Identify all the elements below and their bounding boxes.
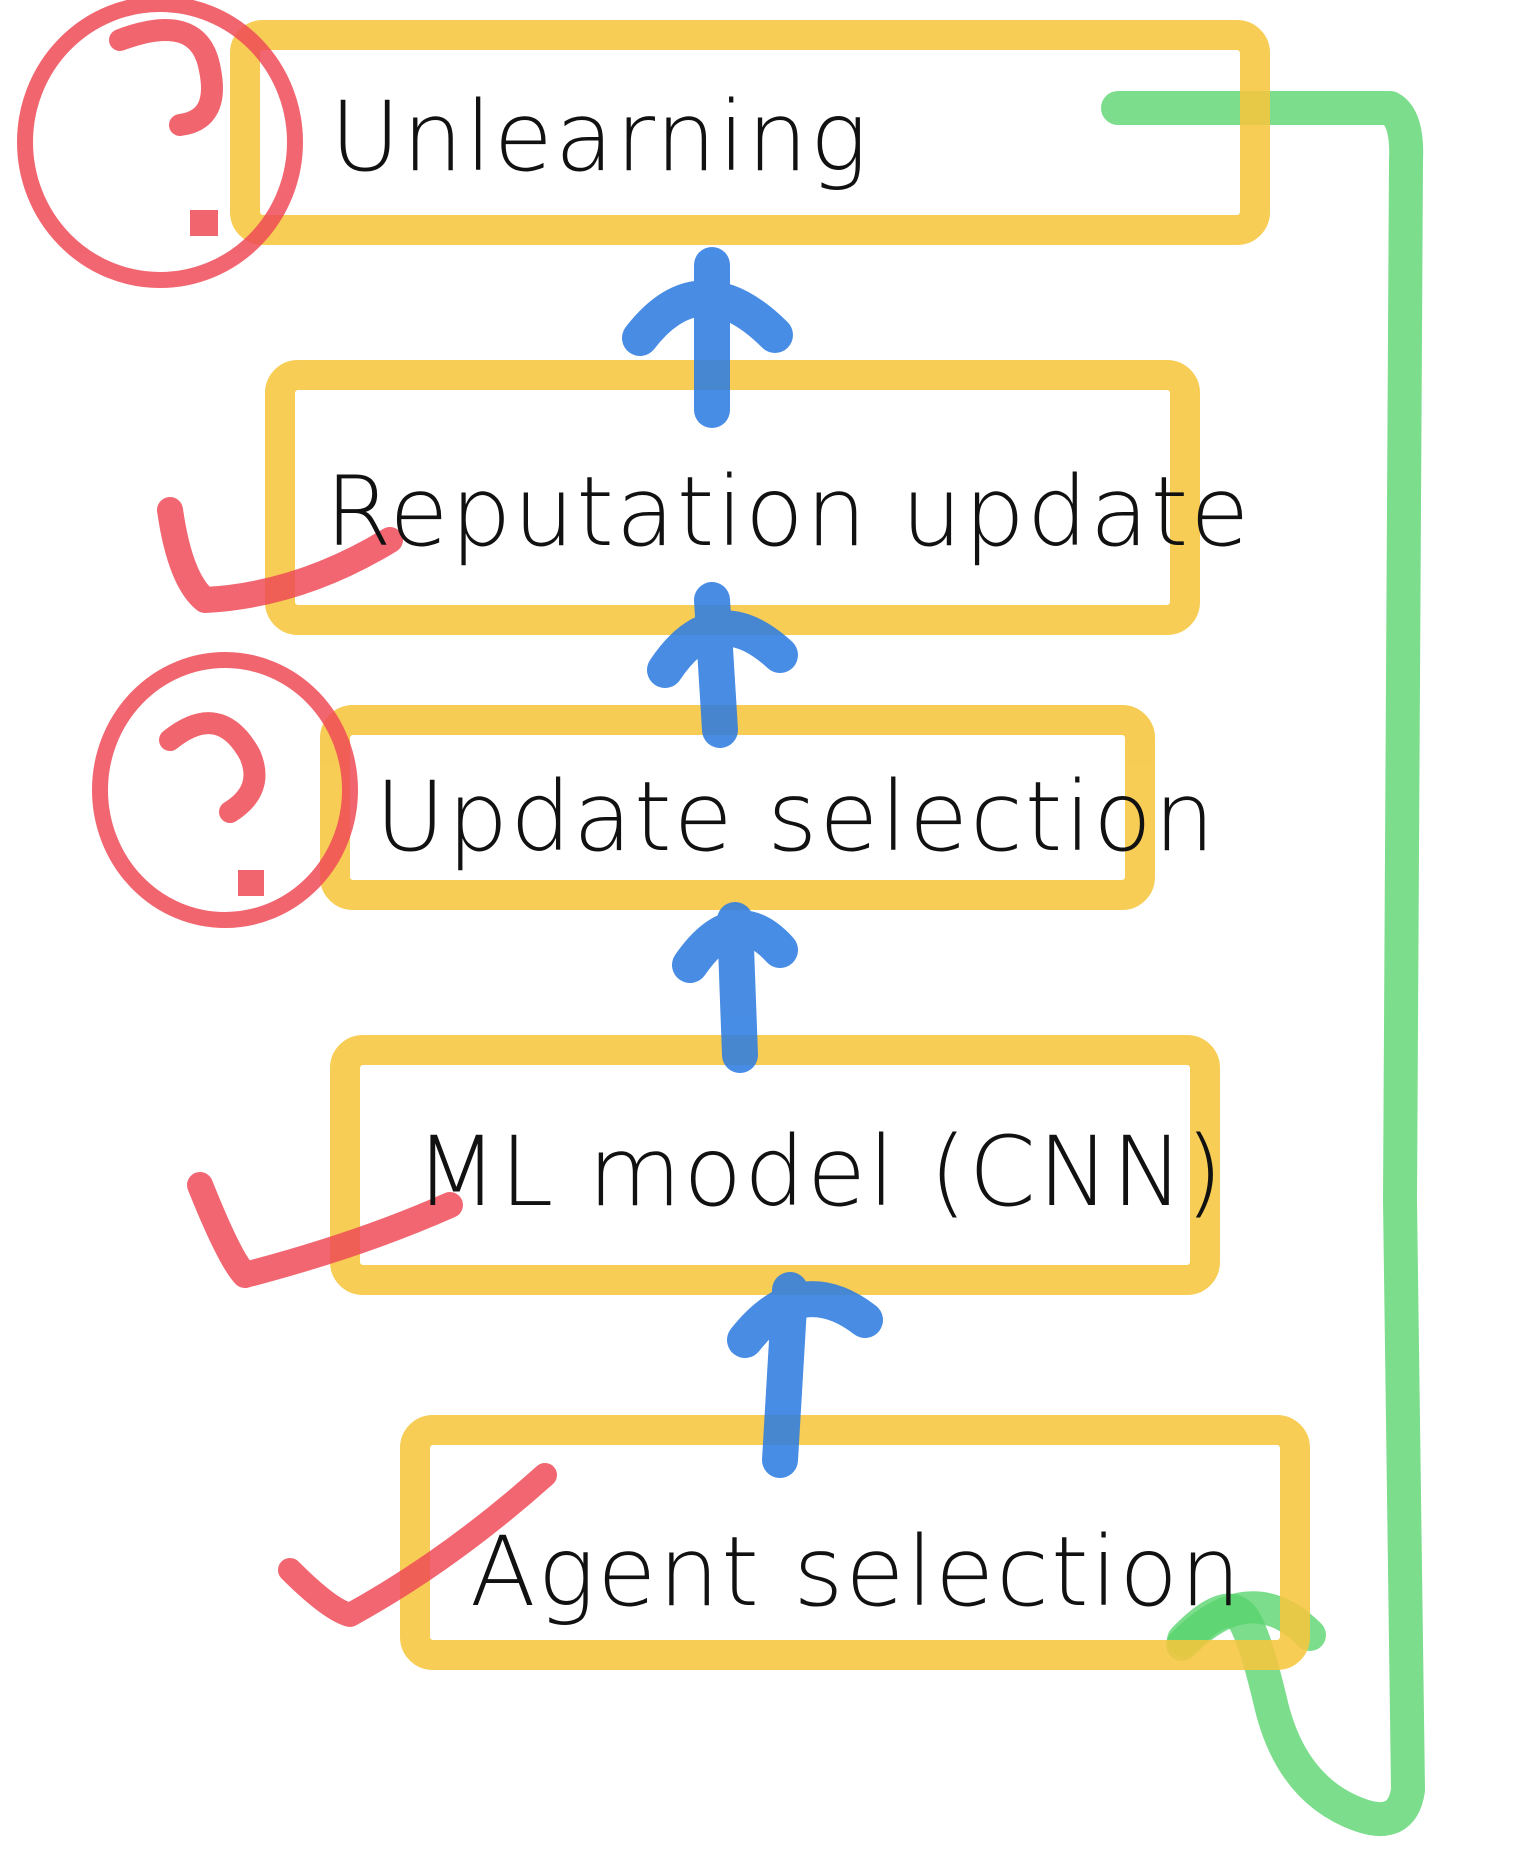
question-mark-icon: [92, 652, 358, 928]
stage-label-update-selection: Update selection: [375, 761, 1217, 873]
check-mark-icon: [278, 1463, 557, 1627]
check-mark-icon: [187, 1172, 463, 1288]
stage-box-unlearning[interactable]: [230, 20, 1270, 245]
arrow-up-icon: [672, 902, 798, 1073]
arrow-up-icon: [647, 582, 798, 748]
stage-label-ml-model: ML model (CNN): [415, 1116, 1225, 1228]
arrow-up-icon: [622, 247, 793, 428]
stage-box-agent-selection[interactable]: [400, 1415, 1310, 1670]
stage-label-agent-selection: Agent selection: [470, 1516, 1243, 1628]
arrow-up-icon: [727, 1272, 883, 1478]
stage-label-reputation-update: Reputation update: [325, 456, 1251, 568]
stage-label-unlearning: Unlearning: [330, 81, 869, 193]
check-mark-icon: [157, 497, 403, 613]
stage-box-ml-model[interactable]: [330, 1035, 1220, 1295]
stage-box-update-selection[interactable]: [320, 705, 1155, 910]
question-mark-icon: [17, 0, 303, 288]
